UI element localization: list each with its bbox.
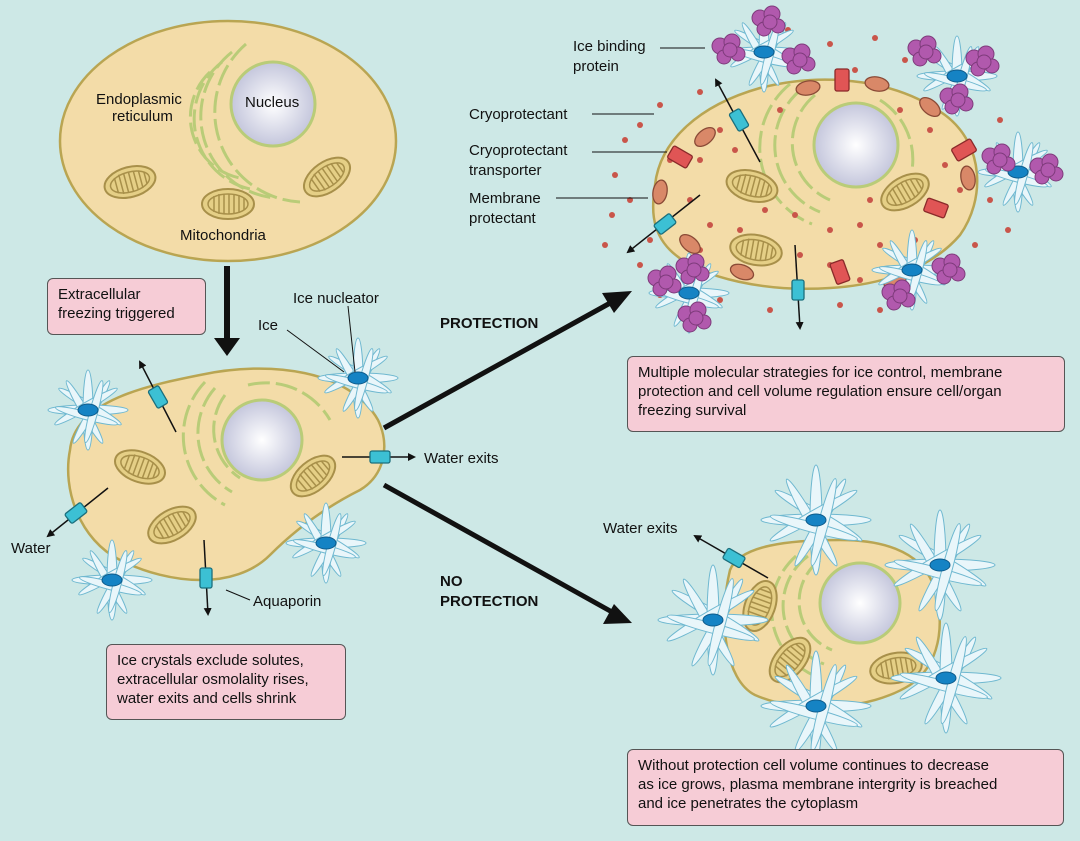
no-protection-arrow xyxy=(382,482,614,615)
label-ice-binding-protein-2: protein xyxy=(573,58,619,75)
label-aquaporin: Aquaporin xyxy=(253,593,321,610)
label-membrane-protectant-1: Membrane xyxy=(469,190,541,207)
label-cryoprotectant-transporter-1: Cryoprotectant xyxy=(469,142,568,159)
nucleus xyxy=(818,561,902,645)
label-no-protection-2: PROTECTION xyxy=(440,593,538,610)
callout-no-protection-outcome: Without protection cell volume continues… xyxy=(627,749,1064,826)
label-cryoprotectant: Cryoprotectant xyxy=(469,106,568,123)
label-endoplasmic-reticulum-2: reticulum xyxy=(112,108,173,125)
aquaporin-leader xyxy=(225,589,251,601)
label-water-exits-2: Water exits xyxy=(603,520,677,537)
label-ice-nucleator: Ice nucleator xyxy=(293,290,379,307)
nucleus xyxy=(812,101,900,189)
callout-line: extracellular osmolality rises, xyxy=(117,671,309,688)
label-protection: PROTECTION xyxy=(440,315,538,332)
callout-line: freezing triggered xyxy=(58,305,175,322)
label-ice-binding-protein-1: Ice binding xyxy=(573,38,646,55)
label-water-exits: Water exits xyxy=(424,450,498,467)
callout-line: protection and cell volume regulation en… xyxy=(638,383,1002,400)
label-water: Water xyxy=(11,540,50,557)
label-endoplasmic-reticulum-1: Endoplasmic xyxy=(96,91,182,108)
callout-extracellular-freezing: Extracellular freezing triggered xyxy=(47,278,206,335)
label-nucleus: Nucleus xyxy=(245,94,299,111)
callout-cells-shrink: Ice crystals exclude solutes, extracellu… xyxy=(106,644,346,720)
nucleus xyxy=(220,398,304,482)
down-arrow-head xyxy=(214,338,240,356)
callout-line: Ice crystals exclude solutes, xyxy=(117,652,304,669)
ice-nucleator-leader xyxy=(347,305,356,373)
protection-arrow xyxy=(382,299,614,431)
endoplasmic-reticulum xyxy=(188,42,301,204)
label-ice: Ice xyxy=(258,317,278,334)
normal-cell xyxy=(58,19,398,263)
mitochondrion xyxy=(201,188,255,220)
aquaporin xyxy=(791,279,805,301)
label-mitochondria: Mitochondria xyxy=(180,227,267,244)
no-protection-arrow-head xyxy=(603,604,632,624)
label-cryoprotectant-transporter-2: transporter xyxy=(469,162,542,179)
callout-line: freezing survival xyxy=(638,402,747,419)
ice-leader xyxy=(286,329,345,373)
protection-arrow-head xyxy=(602,291,632,313)
aquaporin-channels xyxy=(46,360,416,616)
callout-line: Without protection cell volume continues… xyxy=(638,757,990,774)
callout-line: Multiple molecular strategies for ice co… xyxy=(638,364,1003,381)
callout-protection-strategies: Multiple molecular strategies for ice co… xyxy=(627,356,1065,432)
callout-line: and ice penetrates the cytoplasm xyxy=(638,795,859,812)
shrinking-cell xyxy=(66,367,386,582)
aquaporin xyxy=(721,547,747,569)
callout-line: Extracellular xyxy=(58,286,141,303)
callout-line: water exits and cells shrink xyxy=(117,690,297,707)
callout-line: as ice grows, plasma membrane intergrity… xyxy=(638,776,998,793)
nucleus xyxy=(229,60,317,148)
label-membrane-protectant-2: protectant xyxy=(469,210,537,227)
unprotected-cell xyxy=(693,535,941,709)
label-no-protection-1: NO xyxy=(440,573,463,590)
